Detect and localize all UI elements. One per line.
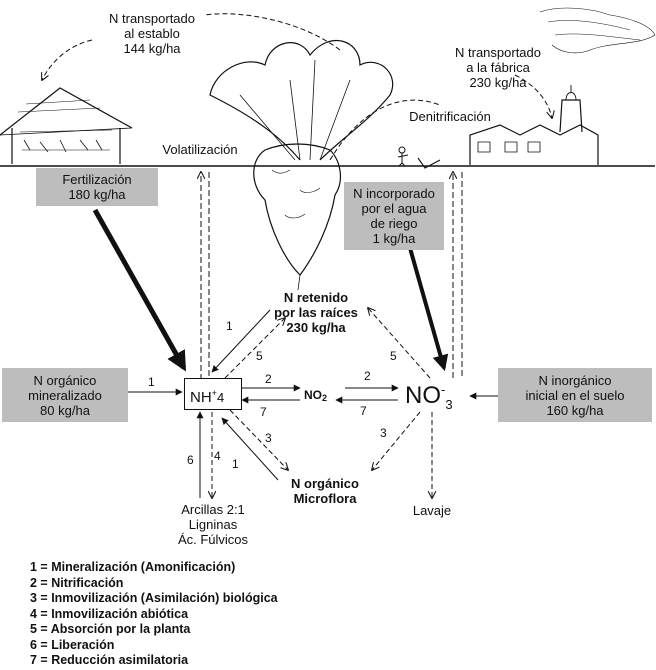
arrow-no3-to-organic: [372, 411, 421, 470]
arrow-beet-to-factory: [329, 99, 441, 161]
label-denitrificacion: Denitrificación: [409, 109, 491, 124]
legend: 1 = Mineralización (Amonificación) 2 = N…: [30, 560, 278, 669]
legend-item-7: 7 = Reducción asimilatoria: [30, 653, 189, 667]
label-no2: NO2: [304, 388, 328, 403]
num-1-up: 1: [226, 319, 233, 333]
arrow-leaves-to-establo: [204, 13, 341, 51]
num-3-nh4: 3: [265, 431, 272, 445]
nh4-node: [184, 378, 242, 410]
legend-item-3: 3 = Inmovilización (Asimilación) biológi…: [30, 591, 278, 605]
num-6: 6: [187, 453, 194, 467]
box-fertilizacion: Fertilización 180 kg/ha: [36, 168, 158, 206]
arrow-fertilization: [92, 208, 187, 372]
label-n-transportado-fabrica: N transportado a la fábrica 230 kg/ha: [455, 45, 541, 90]
factory-illustration: [469, 7, 656, 165]
num-5-no3: 5: [390, 349, 397, 363]
arrow-to-establo: [42, 39, 93, 80]
legend-item-4: 4 = Inmovilización abiótica: [30, 606, 189, 621]
box-n-incorporado-riego: N incorporado por el agua de riego 1 kg/…: [344, 182, 444, 250]
beet-plant-illustration: [209, 39, 394, 291]
num-4: 4: [214, 449, 221, 463]
legend-item-6: 6 = Liberación: [30, 637, 115, 652]
num-2-left: 2: [265, 372, 272, 386]
num-3-no3: 3: [380, 426, 387, 440]
legend-item-2: 2 = Nitrificación: [30, 575, 124, 590]
worker-figure-illustration: [397, 146, 441, 169]
legend-item-1: 1 = Mineralización (Amonificación): [30, 560, 236, 574]
label-volatilizacion: Volatilización: [162, 142, 238, 157]
label-n-organico-microflora: N orgánico Microflora: [291, 476, 359, 506]
arrow-nh4-to-organic: [229, 409, 288, 470]
num-7-left: 7: [260, 405, 267, 419]
num-2-right: 2: [364, 369, 371, 383]
label-n-transportado-establo: N transportado al establo 144 kg/ha: [109, 11, 195, 56]
arrow-irrigation: [408, 247, 449, 372]
arrow-nh4-to-roots: [224, 318, 285, 379]
num-7-right: 7: [360, 404, 367, 418]
box-n-organico-mineralizado: N orgánico mineralizado 80 kg/ha: [2, 368, 128, 422]
label-nh4: NH+4: [190, 388, 225, 406]
label-lavaje: Lavaje: [412, 503, 452, 518]
num-5-nh4: 5: [256, 349, 263, 363]
label-no3: NO-3: [405, 382, 453, 412]
arrow-organic-to-nh4: [221, 417, 279, 481]
barn-illustration: [0, 87, 133, 164]
num-1-left: 1: [148, 375, 155, 389]
box-n-inorganico-inicial: N inorgánico inicial en el suelo 160 kg/…: [498, 368, 652, 422]
num-1-organic: 1: [232, 457, 239, 471]
legend-item-5: 5 = Absorción por la planta: [30, 622, 191, 636]
arrow-no3-to-roots: [368, 308, 431, 379]
label-arcillas-ligninas: Arcillas 2:1 Ligninas Ác. Fúlvicos: [177, 502, 249, 547]
label-n-retenido-raices: N retenido por las raíces 230 kg/ha: [274, 290, 358, 335]
arrow-roots-to-nh4: [211, 309, 271, 373]
